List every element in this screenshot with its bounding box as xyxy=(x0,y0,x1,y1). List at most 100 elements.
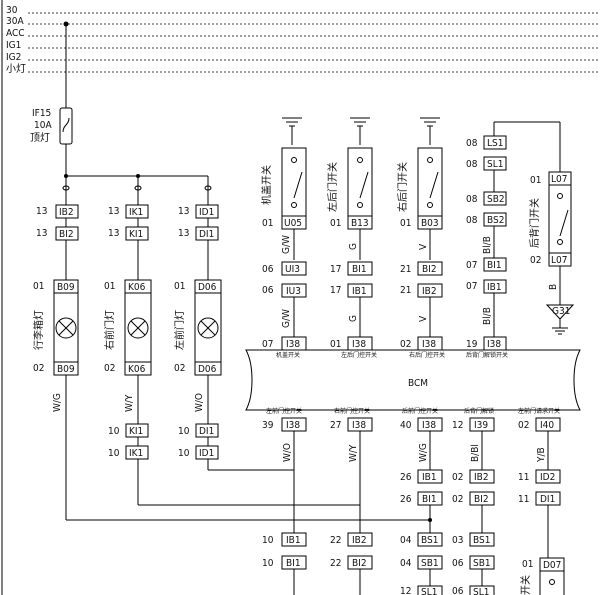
svg-text:17: 17 xyxy=(330,285,341,296)
svg-text:L07: L07 xyxy=(551,174,567,185)
svg-text:21: 21 xyxy=(400,264,411,275)
svg-text:DI1: DI1 xyxy=(199,229,214,240)
svg-text:07: 07 xyxy=(466,260,477,271)
svg-text:10: 10 xyxy=(108,426,120,437)
bcm-bottom-pins: 左前门控开关 39 I38 W/O 右前门控开关 27 I38 W/Y 后前门控… xyxy=(262,407,561,505)
svg-text:D06: D06 xyxy=(198,364,217,375)
tailgate-switch: 01 L07 后背门开关 02 L07 B G31 xyxy=(528,171,575,335)
lamp-right-front: 13 IK1 13 KI1 01 K06 右前门灯 02 K06 W/Y 10 … xyxy=(103,200,152,505)
svg-text:B13: B13 xyxy=(351,218,369,229)
bus-label: ACC xyxy=(6,28,25,39)
svg-text:02: 02 xyxy=(104,363,115,374)
lamp-feed xyxy=(62,174,212,200)
svg-text:06: 06 xyxy=(262,264,274,275)
svg-text:ID1: ID1 xyxy=(199,448,214,459)
svg-text:开关: 开关 xyxy=(519,575,532,595)
svg-text:01: 01 xyxy=(330,218,341,229)
svg-text:BI2: BI2 xyxy=(474,494,489,505)
svg-text:IB1: IB1 xyxy=(422,472,437,483)
svg-text:B/Bl: B/Bl xyxy=(470,444,481,462)
fuse-rating: 10A xyxy=(34,120,52,131)
svg-text:01: 01 xyxy=(530,175,541,186)
switch-name: 右后门开关 xyxy=(396,162,409,212)
svg-text:I38: I38 xyxy=(286,339,300,350)
svg-text:03: 03 xyxy=(452,535,463,546)
svg-text:11: 11 xyxy=(518,472,529,483)
svg-text:IB1: IB1 xyxy=(352,286,367,297)
connector xyxy=(55,226,79,241)
bus-label: 30A xyxy=(6,16,24,27)
switch-name: 后背门开关 xyxy=(528,198,541,248)
svg-text:K06: K06 xyxy=(128,364,146,375)
svg-text:DI1: DI1 xyxy=(540,494,555,505)
svg-text:左前门请求开关: 左前门请求开关 xyxy=(518,407,560,415)
svg-text:08: 08 xyxy=(466,215,478,226)
svg-text:SL1: SL1 xyxy=(487,159,503,170)
svg-text:01: 01 xyxy=(522,559,533,570)
svg-text:V: V xyxy=(418,243,429,250)
bcm-module: BCM xyxy=(245,349,581,411)
svg-text:01: 01 xyxy=(400,218,411,229)
svg-text:U05: U05 xyxy=(284,218,302,229)
svg-text:I38: I38 xyxy=(352,339,366,350)
svg-text:V: V xyxy=(418,315,429,322)
svg-text:I39: I39 xyxy=(474,420,488,431)
bus-label: 小灯 xyxy=(6,63,26,75)
switch-hood: 机盖开关 01 U05 G/W 06 UI3 06 IU3 G/W 07 I38… xyxy=(260,117,307,359)
svg-text:26: 26 xyxy=(400,494,412,505)
lamp-name: 行李箱灯 xyxy=(32,310,45,350)
svg-text:10: 10 xyxy=(108,448,120,459)
svg-text:08: 08 xyxy=(466,159,478,170)
svg-text:L07: L07 xyxy=(551,255,567,266)
svg-text:G/W: G/W xyxy=(281,309,292,328)
svg-text:10: 10 xyxy=(262,558,274,569)
svg-text:I38: I38 xyxy=(422,420,436,431)
switch-left-rear-door: 左后门开关 01 B13 G 17 BI1 17 IB1 G 01 I38 左后… xyxy=(326,117,377,359)
svg-text:02: 02 xyxy=(530,255,541,266)
wire-color: W/O xyxy=(194,393,205,412)
svg-text:IB1: IB1 xyxy=(286,535,301,546)
svg-text:12: 12 xyxy=(400,586,411,595)
svg-text:IB2: IB2 xyxy=(474,472,489,483)
svg-text:10: 10 xyxy=(178,448,190,459)
pin: 02 xyxy=(33,363,44,374)
svg-text:13: 13 xyxy=(178,206,189,217)
svg-text:I38: I38 xyxy=(286,420,300,431)
fuse-name: 顶灯 xyxy=(30,132,50,144)
svg-text:LS1: LS1 xyxy=(487,138,503,149)
pin: 13 xyxy=(36,206,47,217)
svg-text:ID1: ID1 xyxy=(199,207,214,218)
svg-text:ID2: ID2 xyxy=(540,472,555,483)
svg-text:SL1: SL1 xyxy=(473,587,489,595)
wire-color: W/Y xyxy=(124,394,135,412)
svg-text:IB2: IB2 xyxy=(352,535,367,546)
svg-text:07: 07 xyxy=(262,339,273,350)
svg-text:IB2: IB2 xyxy=(422,286,437,297)
svg-text:I38: I38 xyxy=(422,339,436,350)
svg-text:G: G xyxy=(348,315,359,322)
lamp-left-front: 13 ID1 13 DI1 01 D06 左前门灯 02 D06 W/O 10 … xyxy=(173,200,222,470)
svg-text:左后门控开关: 左后门控开关 xyxy=(341,351,377,359)
svg-text:W/Y: W/Y xyxy=(348,444,359,462)
svg-text:D07: D07 xyxy=(543,560,561,571)
lamp-name: 左前门灯 xyxy=(173,310,186,350)
svg-text:Bl/B: Bl/B xyxy=(482,236,493,254)
bus-label: IG2 xyxy=(6,52,21,63)
svg-text:D06: D06 xyxy=(198,282,217,293)
svg-text:02: 02 xyxy=(400,339,411,350)
svg-text:后背门解锁开关: 后背门解锁开关 xyxy=(466,351,508,359)
svg-text:17: 17 xyxy=(330,264,341,275)
svg-text:Y/B: Y/B xyxy=(536,447,547,463)
svg-text:40: 40 xyxy=(400,420,412,431)
svg-text:11: 11 xyxy=(518,494,529,505)
svg-text:06: 06 xyxy=(452,586,464,595)
svg-text:01: 01 xyxy=(330,339,341,350)
svg-text:BI1: BI1 xyxy=(352,264,367,275)
lamp-trunk: 13 IB2 13 BI2 01 B09 行李箱灯 02 B09 W/G xyxy=(32,204,79,412)
svg-text:02: 02 xyxy=(452,494,463,505)
svg-text:22: 22 xyxy=(330,558,341,569)
svg-text:W/G: W/G xyxy=(418,443,429,462)
svg-text:KI1: KI1 xyxy=(129,426,143,437)
bus-label: 30 xyxy=(6,5,18,16)
svg-text:KI1: KI1 xyxy=(129,229,143,240)
